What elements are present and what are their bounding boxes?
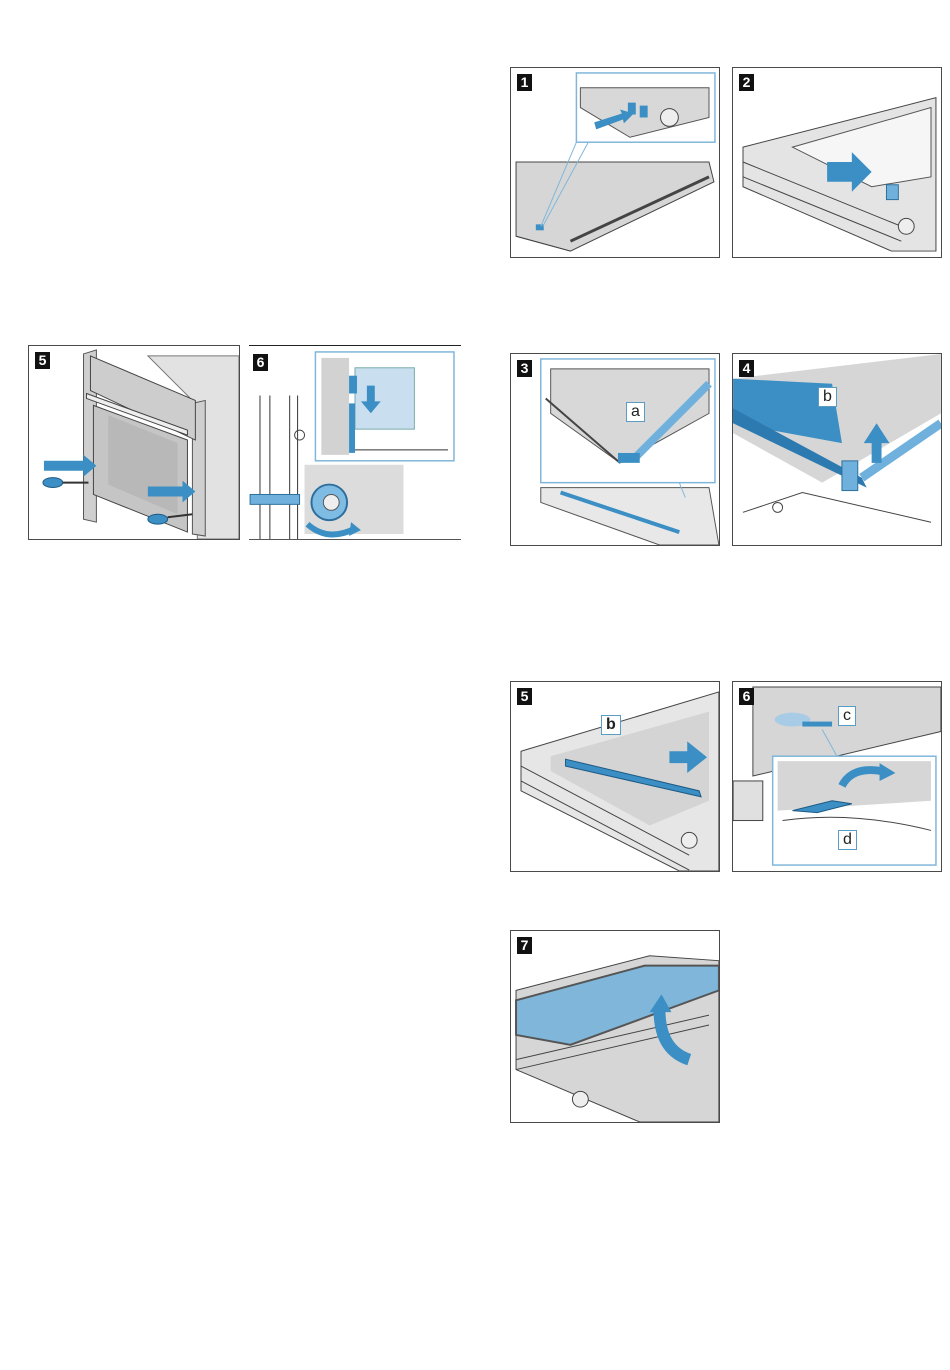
glass-pane <box>515 964 719 1046</box>
door-clip-illustration <box>515 72 716 252</box>
figure-left-step-5: 5 <box>28 345 240 540</box>
arrow-right-icon <box>669 741 708 774</box>
figure-left-step-6: 6 <box>249 345 461 540</box>
figure-step-7: 7 <box>510 930 720 1123</box>
arrow-right-icon <box>594 109 634 130</box>
figure-step-6: 6 c d <box>732 681 942 872</box>
callout-a: a <box>626 402 645 422</box>
door-slide-clip-illustration <box>742 97 937 252</box>
callout-b: b <box>601 715 621 735</box>
figure-step-4: 4 b <box>732 353 942 546</box>
cover-strip-lift-illustration <box>733 354 941 523</box>
rotate-arrow-icon <box>305 521 356 538</box>
fold-arrow-icon <box>838 766 883 788</box>
cover-strip-slide-illustration <box>520 691 719 871</box>
step-badge: 4 <box>739 360 754 377</box>
arrow-down-icon <box>360 385 381 414</box>
oven-front-illustration <box>42 349 239 539</box>
figure-step-3: 3 a <box>510 353 720 546</box>
figure-step-2: 2 <box>732 67 942 258</box>
glass-pane-lift-illustration <box>515 955 719 1122</box>
step-badge: 6 <box>253 354 268 371</box>
callout-c: c <box>838 706 856 726</box>
cover-strip-b <box>565 758 702 798</box>
step-badge: 6 <box>739 688 754 705</box>
figure-step-5: 5 b <box>510 681 720 872</box>
step-badge: 1 <box>517 74 532 91</box>
step-badge: 5 <box>35 352 50 369</box>
figure-step-1: 1 <box>510 67 720 258</box>
cover-strip-lever-illustration <box>540 358 719 545</box>
curved-arrow-icon <box>653 1009 692 1066</box>
step-badge: 7 <box>517 937 532 954</box>
hinge-lock-illustration <box>249 351 455 539</box>
seal-fold-illustration <box>733 686 941 866</box>
step-badge: 3 <box>517 360 532 377</box>
callout-b: b <box>818 387 837 407</box>
step-badge: 5 <box>517 688 532 705</box>
arrow-right-icon <box>147 480 196 503</box>
arrow-right-icon <box>827 152 872 192</box>
callout-d: d <box>838 830 857 850</box>
step-badge: 2 <box>739 74 754 91</box>
arrow-right-icon <box>43 454 97 477</box>
